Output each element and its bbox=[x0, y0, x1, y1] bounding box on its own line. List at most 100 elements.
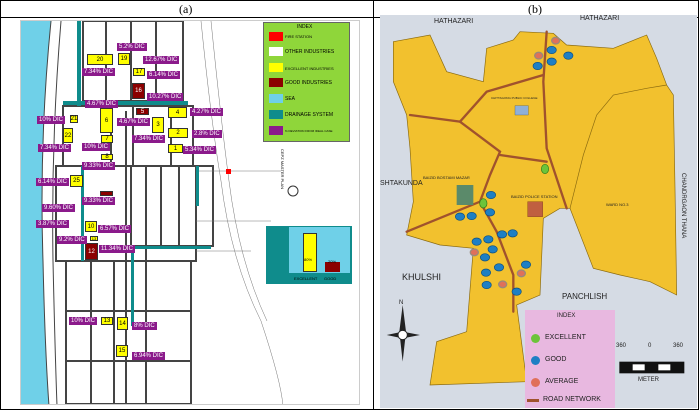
legend-title: INDEX bbox=[557, 313, 576, 319]
place-label: KHULSHI bbox=[402, 272, 442, 282]
north-arrow-icon bbox=[287, 185, 299, 197]
deviation-swatch bbox=[269, 126, 283, 135]
dic-label: 6.57% DIC bbox=[98, 225, 132, 233]
legend-label: ROAD NETWORK bbox=[543, 396, 601, 403]
dic-label: 9.60% DIC bbox=[42, 204, 76, 212]
fire-station-marker bbox=[226, 169, 231, 174]
police-station-icon bbox=[527, 201, 543, 217]
map-a: CEPZ MASTER PLAN bbox=[20, 20, 360, 405]
table-border bbox=[373, 0, 374, 410]
legend-b: INDEX EXCELLENT GOOD AVERAGE ROAD NETWOR… bbox=[525, 310, 615, 408]
scale-label: 360 bbox=[616, 343, 627, 349]
legend-title: INDEX bbox=[297, 24, 313, 30]
excellent-industries-swatch bbox=[269, 63, 283, 72]
ward-boundary bbox=[569, 84, 667, 209]
place-label: CHANDRGAON THANA bbox=[680, 173, 686, 239]
plot: 2 bbox=[168, 128, 188, 138]
dic-label: 9.2% DIC bbox=[57, 236, 87, 244]
other-industries-swatch bbox=[269, 47, 283, 56]
average-swatch bbox=[531, 378, 540, 387]
plot: 3 bbox=[152, 117, 164, 133]
plot: 19 bbox=[118, 53, 130, 65]
legend-label: DRAINAGE SYSTEM bbox=[285, 112, 334, 118]
plot: 16 bbox=[132, 83, 145, 99]
plot: 7 bbox=[101, 135, 113, 143]
dic-label: 3.87% DIC bbox=[36, 220, 70, 228]
plot: 17 bbox=[133, 68, 145, 76]
dic-label: 6.94% DIC bbox=[132, 352, 166, 360]
dic-label: 6.14% DIC bbox=[147, 71, 181, 79]
dic-label: 10% DIC bbox=[37, 116, 66, 124]
dic-label: 7.34% DIC bbox=[38, 144, 72, 152]
map-title: CEPZ MASTER PLAN bbox=[280, 149, 285, 190]
plot: 8 bbox=[101, 154, 113, 160]
compass-label: N bbox=[399, 300, 404, 306]
caption-b: (b) bbox=[528, 2, 542, 16]
scale-bar bbox=[619, 361, 685, 374]
compass-icon bbox=[386, 305, 420, 362]
legend-label: FIRE STATION bbox=[285, 34, 312, 39]
excellent-swatch bbox=[531, 334, 540, 343]
good-markers bbox=[455, 46, 574, 296]
plot: 15 bbox=[116, 345, 128, 357]
place-label: HATHAZARI bbox=[580, 15, 620, 22]
category-label: EXCELLENT bbox=[294, 276, 318, 281]
dic-label: 9.33% DIC bbox=[82, 162, 116, 170]
road-swatch bbox=[527, 399, 539, 402]
dic-label: 7.34% DIC bbox=[82, 68, 116, 76]
plot: 21 bbox=[70, 115, 78, 123]
plot: 13 bbox=[90, 236, 98, 241]
sea-swatch bbox=[269, 94, 283, 103]
table-border bbox=[0, 17, 699, 18]
table-border bbox=[0, 0, 699, 1]
scale-label: 0 bbox=[648, 343, 652, 349]
place-label: BAIZID POLICE STATION bbox=[511, 194, 558, 199]
place-label: CHITTAGONG PUBLIC COLLEGE bbox=[491, 96, 538, 100]
dic-label: 5.2% DIC bbox=[117, 43, 147, 51]
plot: 6 bbox=[100, 108, 113, 133]
legend-label: SEA bbox=[285, 96, 296, 102]
caption-a: (a) bbox=[179, 2, 193, 16]
place-label: HATHAZARI bbox=[434, 18, 474, 25]
scale-unit: METER bbox=[638, 377, 659, 383]
dic-label: 8% DIC bbox=[132, 322, 157, 330]
drainage-swatch bbox=[269, 110, 283, 119]
dic-label: 7.34% DIC bbox=[132, 135, 166, 143]
legend-label: GOOD bbox=[545, 356, 567, 363]
plot: 12 bbox=[85, 243, 98, 260]
place-label: BAIZID BOSTAMI MAZAR bbox=[423, 175, 470, 180]
plot bbox=[100, 191, 113, 196]
plot: 22 bbox=[63, 128, 73, 143]
plot: 10 bbox=[85, 221, 97, 232]
good-swatch bbox=[531, 356, 540, 365]
bar-good bbox=[325, 262, 340, 272]
baizid-map bbox=[386, 30, 685, 386]
legend-label: AVERAGE bbox=[545, 378, 579, 385]
dic-label: 2.8% DIC bbox=[192, 130, 222, 138]
mazar-icon bbox=[456, 185, 474, 205]
good-industries-swatch bbox=[269, 78, 283, 87]
college-icon bbox=[514, 105, 529, 116]
dic-label: 5.34% DIC bbox=[183, 146, 217, 154]
dic-label: 4.27% DIC bbox=[190, 108, 224, 116]
dic-label: 4.67% DIC bbox=[85, 100, 119, 108]
plot: 4 bbox=[168, 107, 187, 118]
bar-excellent bbox=[303, 232, 317, 272]
legend-a: INDEX FIRE STATION OTHER INDUSTRIES EXCE… bbox=[263, 22, 350, 142]
dic-label: 4.67% DIC bbox=[117, 118, 151, 126]
plot: 13 bbox=[101, 317, 113, 325]
legend-label: GOOD INDUSTRIES bbox=[285, 80, 332, 86]
summary-chart: 80% 20% EXCELLENT GOOD bbox=[266, 226, 352, 284]
excellent-markers bbox=[479, 164, 549, 209]
legend-label: OTHER INDUSTRIES bbox=[285, 49, 335, 55]
fire-station-swatch bbox=[269, 32, 283, 41]
plot: 14 bbox=[117, 317, 128, 330]
legend-label: % DEVIATION FROM IDEAL CASE bbox=[285, 129, 333, 133]
place-label: WARD NO.3 bbox=[606, 202, 629, 207]
category-label: GOOD bbox=[324, 276, 337, 281]
scale-label: 360 bbox=[673, 343, 684, 349]
dic-label: 12.67% DIC bbox=[143, 56, 180, 64]
dic-label: 6.14% DIC bbox=[36, 178, 70, 186]
legend-label: EXCELLENT bbox=[545, 334, 586, 341]
plot: 20 bbox=[87, 54, 113, 65]
